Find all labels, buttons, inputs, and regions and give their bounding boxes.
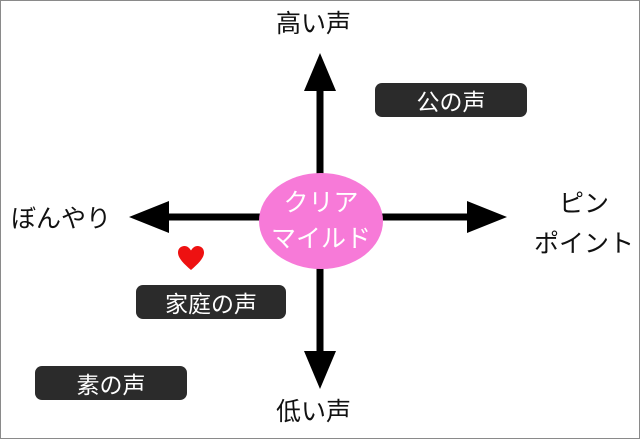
center-label-mild: マイルド: [270, 224, 371, 253]
axis-label-high-voice: 高い声: [276, 9, 352, 38]
axis-label-vague: ぼんやり: [11, 204, 112, 233]
axis-label-pinpoint-line2: ポイント: [533, 229, 634, 258]
tag-plain-voice: 素の声: [35, 366, 187, 400]
arrow-up-icon: [304, 53, 336, 91]
heart-icon: [178, 246, 204, 270]
tag-public-voice-label: 公の声: [416, 90, 486, 116]
center-label-clear: クリア: [283, 188, 359, 217]
axis-label-low-voice: 低い声: [276, 397, 352, 426]
arrow-down-icon: [304, 351, 336, 389]
arrow-left-icon: [129, 201, 169, 233]
tag-home-voice-label: 家庭の声: [165, 292, 257, 318]
tag-home-voice: 家庭の声: [136, 285, 286, 319]
arrow-right-icon: [467, 201, 507, 233]
center-ellipse: クリア マイルド: [259, 173, 383, 269]
tag-public-voice: 公の声: [375, 83, 527, 117]
axis-label-pinpoint: ピン ポイント: [531, 184, 637, 264]
axis-label-pinpoint-line1: ピン: [558, 189, 609, 218]
tag-plain-voice-label: 素の声: [76, 373, 146, 399]
